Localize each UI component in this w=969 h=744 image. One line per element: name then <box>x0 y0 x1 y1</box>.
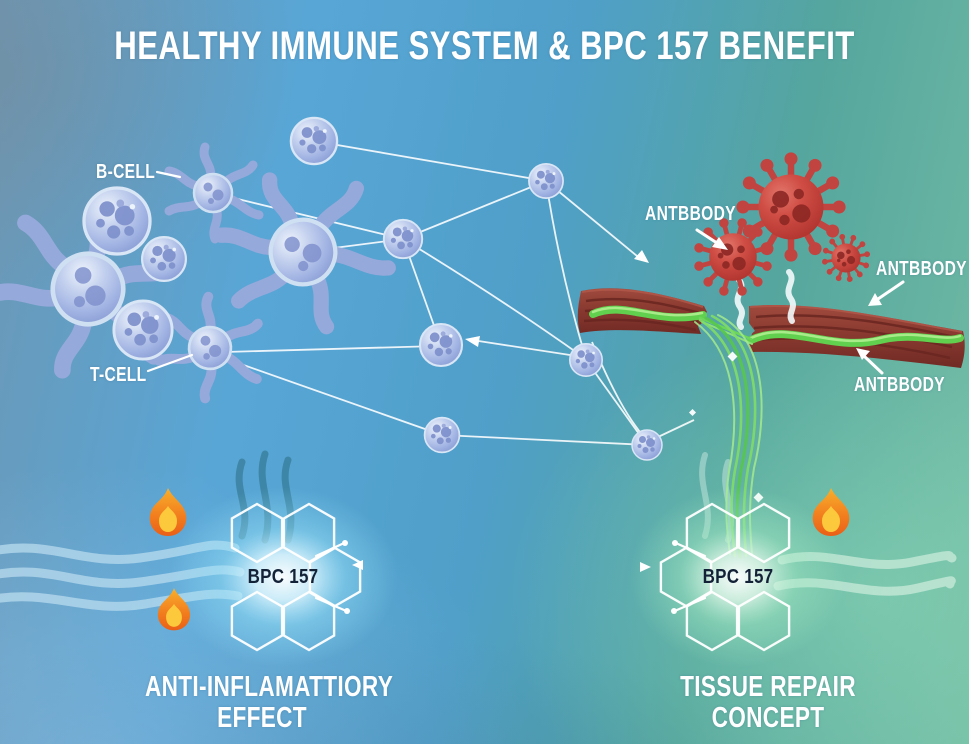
network-cell <box>382 218 424 260</box>
virus-icon-small <box>816 228 876 288</box>
muscle-tissue-right <box>748 305 965 368</box>
pointer-arrowheads <box>712 237 882 360</box>
bpc157-label-right: BPC 157 <box>702 566 774 588</box>
hexagon-molecule-right <box>630 487 846 667</box>
immune-cell-icon <box>289 116 339 166</box>
caption-line: ANTI-INFLAMATTIORY <box>145 671 394 703</box>
network-cell <box>631 429 663 461</box>
page-title: HEALTHY IMMUNE SYSTEM & BPC 157 BENEFIT <box>114 24 855 68</box>
network-lines <box>212 140 695 446</box>
flame-icon <box>812 488 850 536</box>
antibody-label-3: ANTBBODY <box>854 374 945 396</box>
hexagon-molecule-left <box>168 487 398 667</box>
antibody-label-1: ANTBBODY <box>645 203 736 225</box>
b-cell-label: B-CELL <box>96 161 156 183</box>
flame-icon <box>149 488 187 536</box>
caption-anti-inflammatory: ANTI-INFLAMATTIORY EFFECT <box>145 671 394 734</box>
network-arrowheads <box>465 250 649 347</box>
network-cell <box>418 322 464 368</box>
t-cell-icon <box>155 291 267 405</box>
t-cell-label: T-CELL <box>90 364 147 386</box>
b-cell-icon <box>169 147 259 239</box>
bpc157-label-left: BPC 157 <box>247 566 319 588</box>
immune-cell-icon <box>112 299 174 361</box>
network-cell <box>423 416 461 454</box>
caption-line: TISSUE REPAIR <box>680 671 856 703</box>
network-cell <box>528 163 564 199</box>
network-cell <box>568 342 604 378</box>
pointer-arrows <box>146 170 905 375</box>
antibody-label-2: ANTBBODY <box>876 258 967 280</box>
caption-line: CONCEPT <box>711 701 825 734</box>
caption-line: EFFECT <box>217 701 307 734</box>
immune-cell-icon <box>141 236 187 282</box>
immune-cell-icon <box>82 186 152 256</box>
caption-tissue-repair: TISSUE REPAIR CONCEPT <box>651 672 885 733</box>
immune-cell-tentacled-right <box>211 156 399 347</box>
